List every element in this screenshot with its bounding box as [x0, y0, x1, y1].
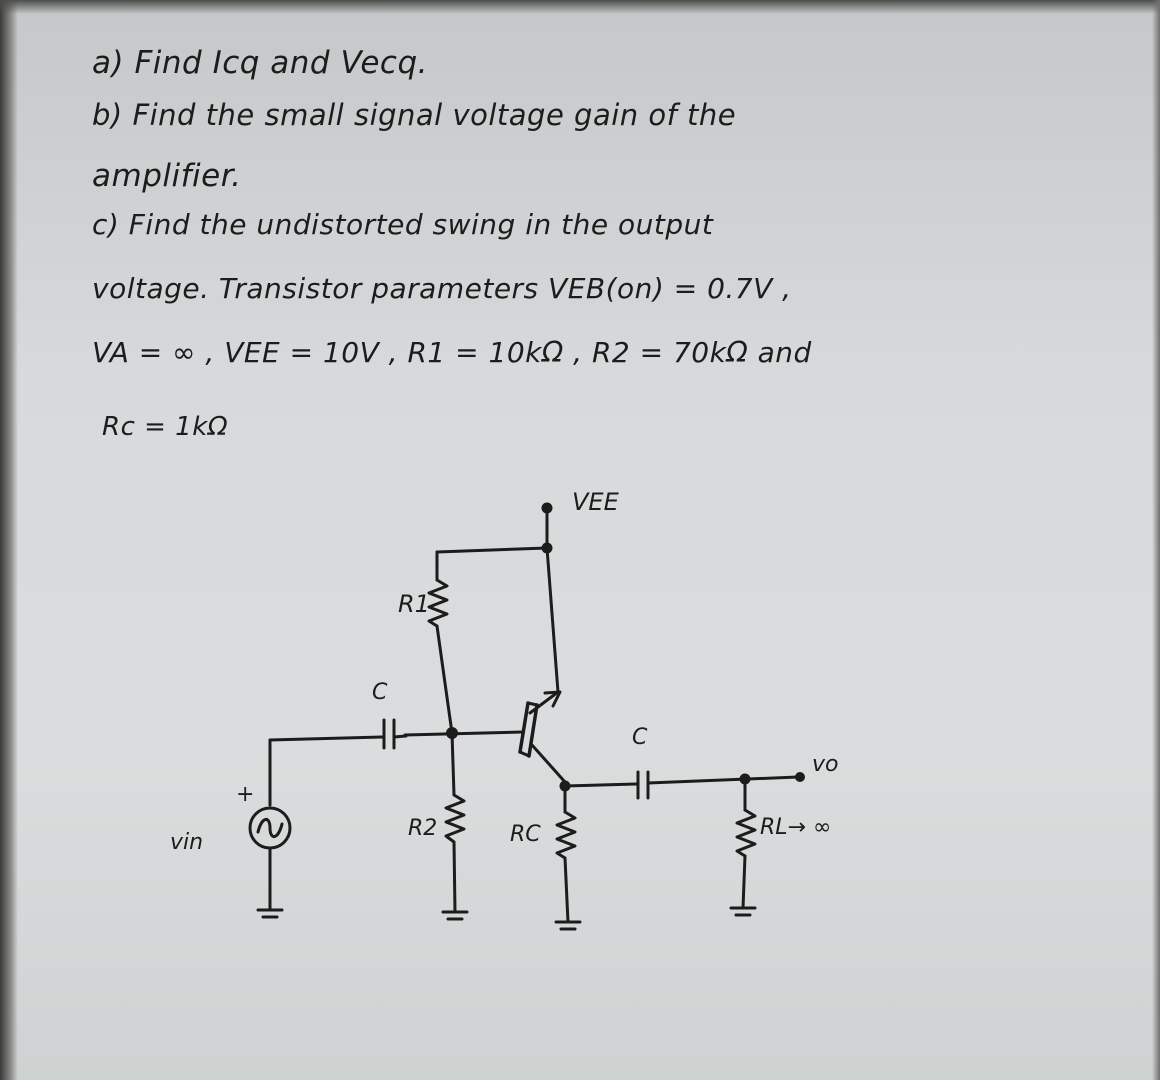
vo-terminal-dot: [795, 772, 805, 782]
rc-bottom-lead: [563, 856, 570, 924]
rl-resistor-zigzag: [735, 808, 757, 858]
rc-resistor-zigzag: [555, 810, 577, 860]
r1-resistor-zigzag: [427, 578, 449, 628]
r1-label: R1: [398, 590, 430, 618]
output-wire-left: [563, 782, 640, 788]
question-c-line4: Rc = 1kΩ: [102, 412, 229, 442]
vo-label: vo: [812, 752, 839, 777]
vin-label: vin: [170, 830, 204, 855]
r2-top-lead: [450, 731, 456, 797]
rl-bottom-lead: [741, 854, 747, 910]
vin-plus-sign: +: [236, 782, 255, 807]
input-wire: [268, 735, 386, 742]
emitter-supply-wire: [545, 546, 560, 694]
output-capacitor-label: C: [632, 725, 648, 750]
transistor-base-bar-right: [527, 703, 539, 758]
r1-to-base-node-wire: [435, 624, 454, 735]
r2-bottom-lead: [452, 840, 457, 914]
top-rail-wire: [435, 546, 549, 554]
transistor-base-bar-top: [526, 701, 539, 707]
question-c-line1: c) Find the undistorted swing in the out…: [92, 208, 714, 241]
base-wire: [403, 730, 525, 737]
r2-resistor-zigzag: [444, 793, 466, 844]
rc-label: RC: [510, 822, 541, 847]
input-capacitor-lead: [392, 734, 408, 739]
question-c-line2: voltage. Transistor parameters VEB(on) =…: [92, 272, 792, 305]
question-b-line2: amplifier.: [92, 158, 242, 194]
output-wire-right: [646, 775, 800, 785]
rl-label: RL→ ∞: [760, 815, 832, 840]
transistor-base-bar-left: [518, 701, 530, 754]
paper-left-edge-shadow: [0, 0, 18, 1080]
r2-label: R2: [408, 816, 438, 841]
input-capacitor-label: C: [372, 680, 388, 705]
paper-right-edge-shadow: [1152, 0, 1160, 1080]
collector-lead: [530, 743, 567, 784]
question-a: a) Find Icq and Vecq.: [92, 45, 428, 81]
vin-sine-icon: [256, 818, 284, 838]
transistor-base-bar-bottom: [518, 750, 531, 758]
paper-top-edge-shadow: [0, 0, 1160, 14]
emitter-arrow: [543, 690, 562, 708]
vee-label: VEE: [572, 488, 619, 516]
question-b-line1: b) Find the small signal voltage gain of…: [92, 98, 737, 132]
question-c-line3: VA = ∞ , VEE = 10V , R1 = 10kΩ , R2 = 70…: [92, 336, 812, 369]
